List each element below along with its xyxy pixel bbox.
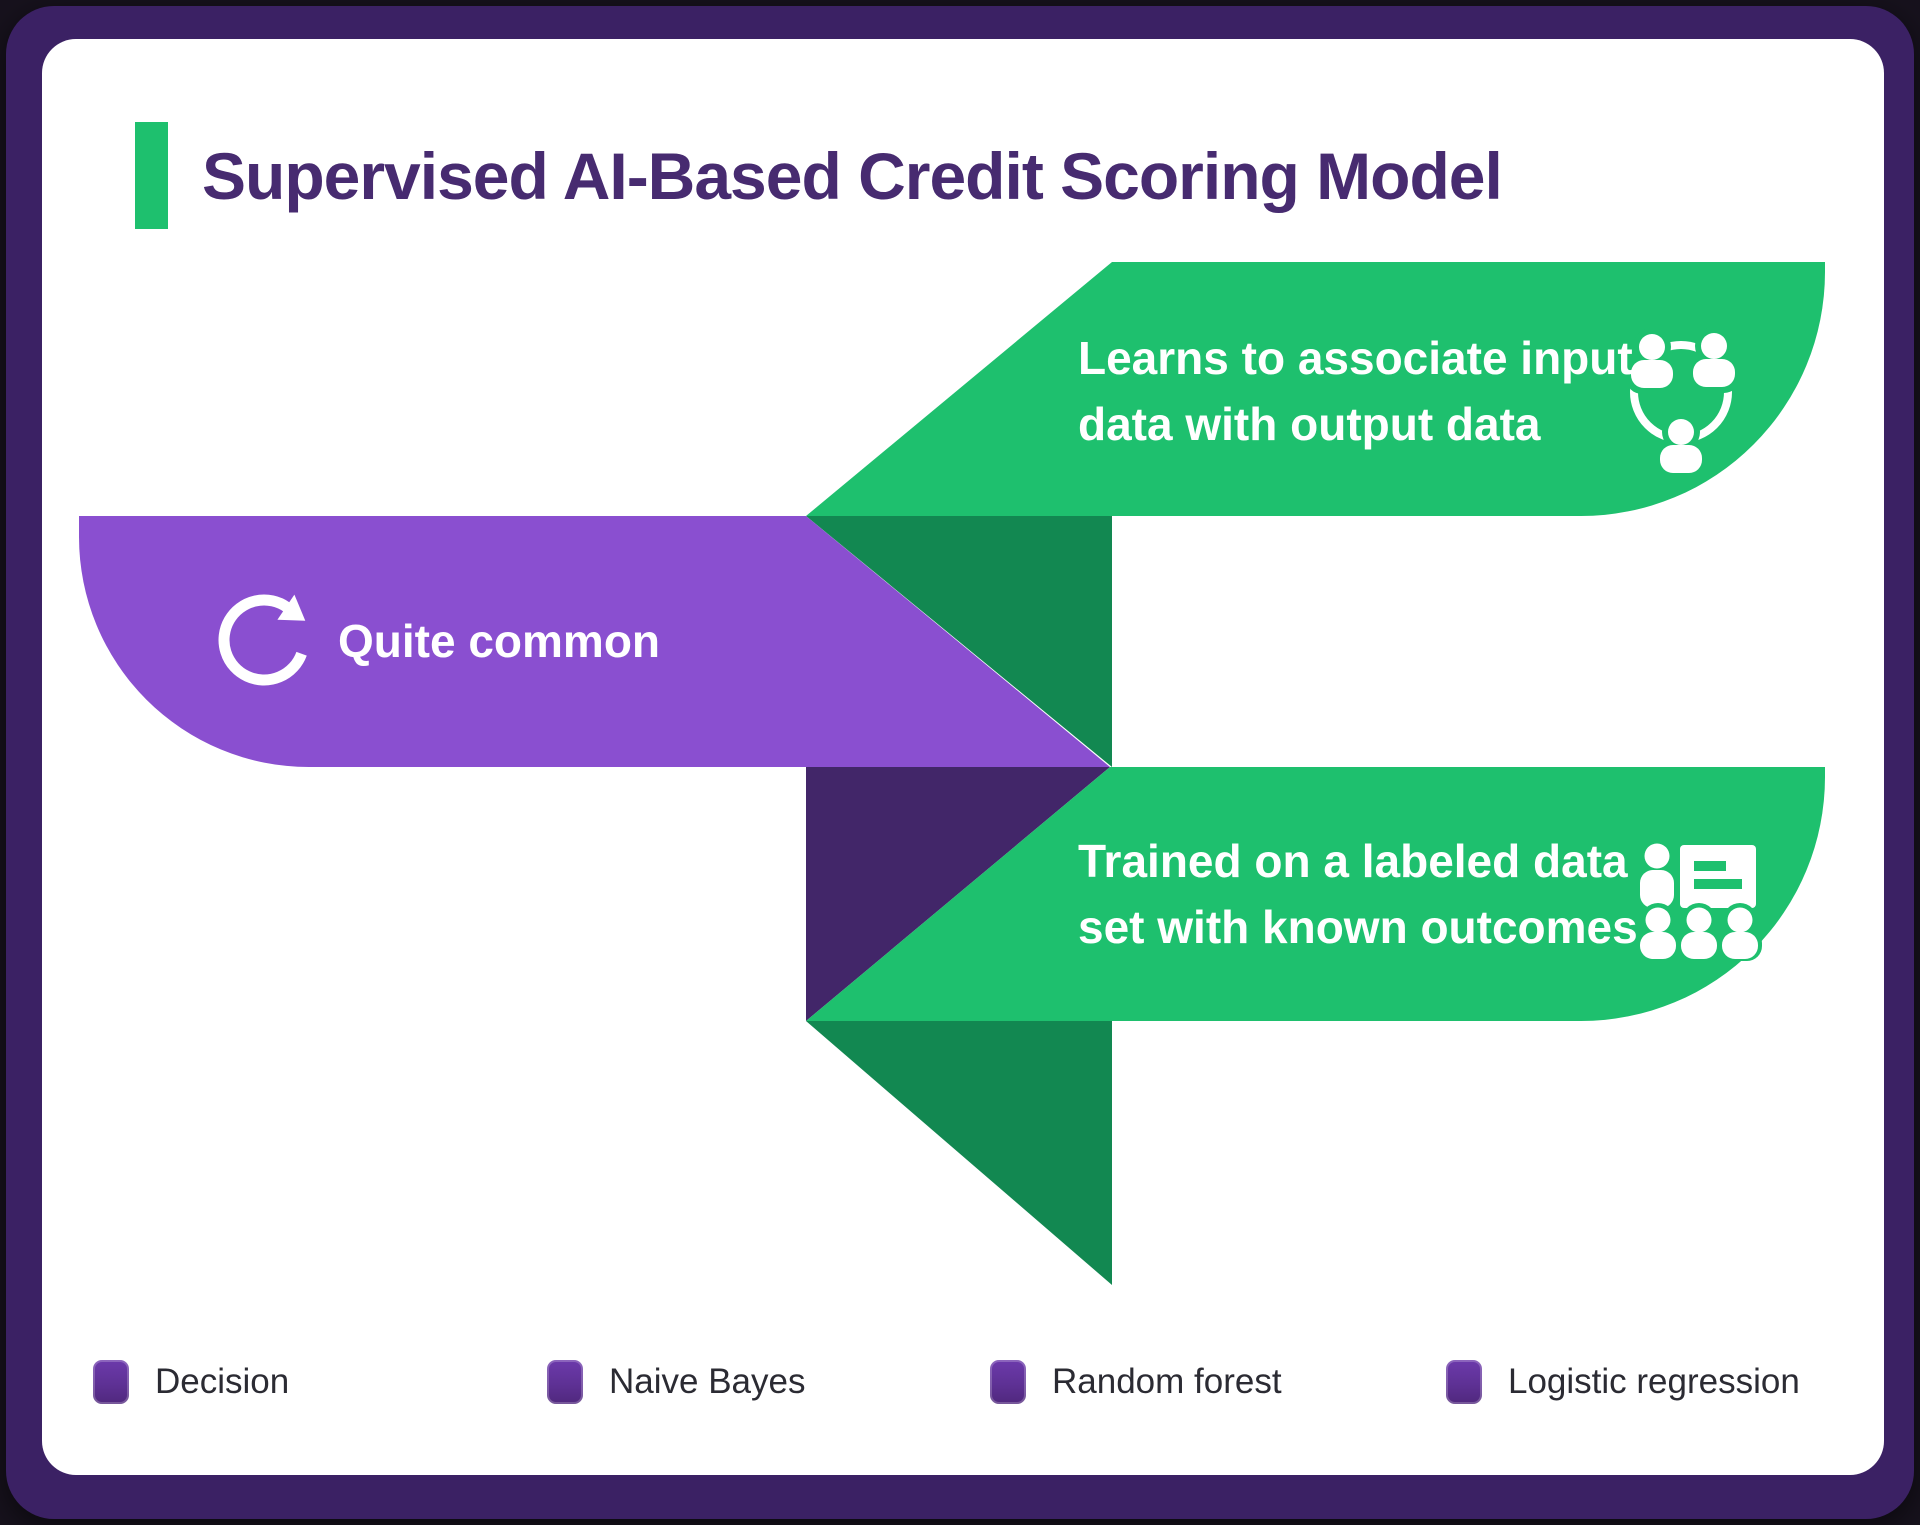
legend-item-naive-bayes: Naive Bayes [547, 1356, 805, 1408]
legend-swatch-icon [1446, 1360, 1482, 1404]
banner-trained-text: Trained on a labeled data set with known… [1078, 828, 1638, 960]
legend-label: Naive Bayes [609, 1362, 806, 1401]
legend-label: Random forest [1052, 1362, 1282, 1401]
legend: Decision Naive Bayes Random forest Logis… [0, 1356, 1920, 1408]
banner-trained-line2: set with known outcomes [1078, 901, 1638, 953]
banner-learn-text: Learns to associate input data with outp… [1078, 325, 1633, 457]
legend-label: Logistic regression [1508, 1362, 1800, 1401]
title-block: Supervised AI-Based Credit Scoring Model [135, 122, 1503, 229]
banner-common-text: Quite common [338, 615, 661, 667]
legend-item-logistic-regression: Logistic regression [1446, 1356, 1800, 1408]
legend-label: Decision [155, 1362, 290, 1401]
banner-learn-line2: data with output data [1078, 398, 1541, 450]
legend-swatch-icon [547, 1360, 583, 1404]
legend-swatch-icon [93, 1360, 129, 1404]
page-title: Supervised AI-Based Credit Scoring Model [202, 138, 1503, 213]
legend-item-decision: Decision [93, 1356, 289, 1408]
banner-learn-line1: Learns to associate input [1078, 332, 1633, 384]
title-accent-bar [135, 122, 168, 229]
banner-trained-line1: Trained on a labeled data [1078, 835, 1628, 887]
outer-frame: Supervised AI-Based Credit Scoring Model [6, 6, 1914, 1519]
infographic-card: Supervised AI-Based Credit Scoring Model [42, 39, 1884, 1475]
legend-item-random-forest: Random forest [990, 1356, 1282, 1408]
legend-swatch-icon [990, 1360, 1026, 1404]
